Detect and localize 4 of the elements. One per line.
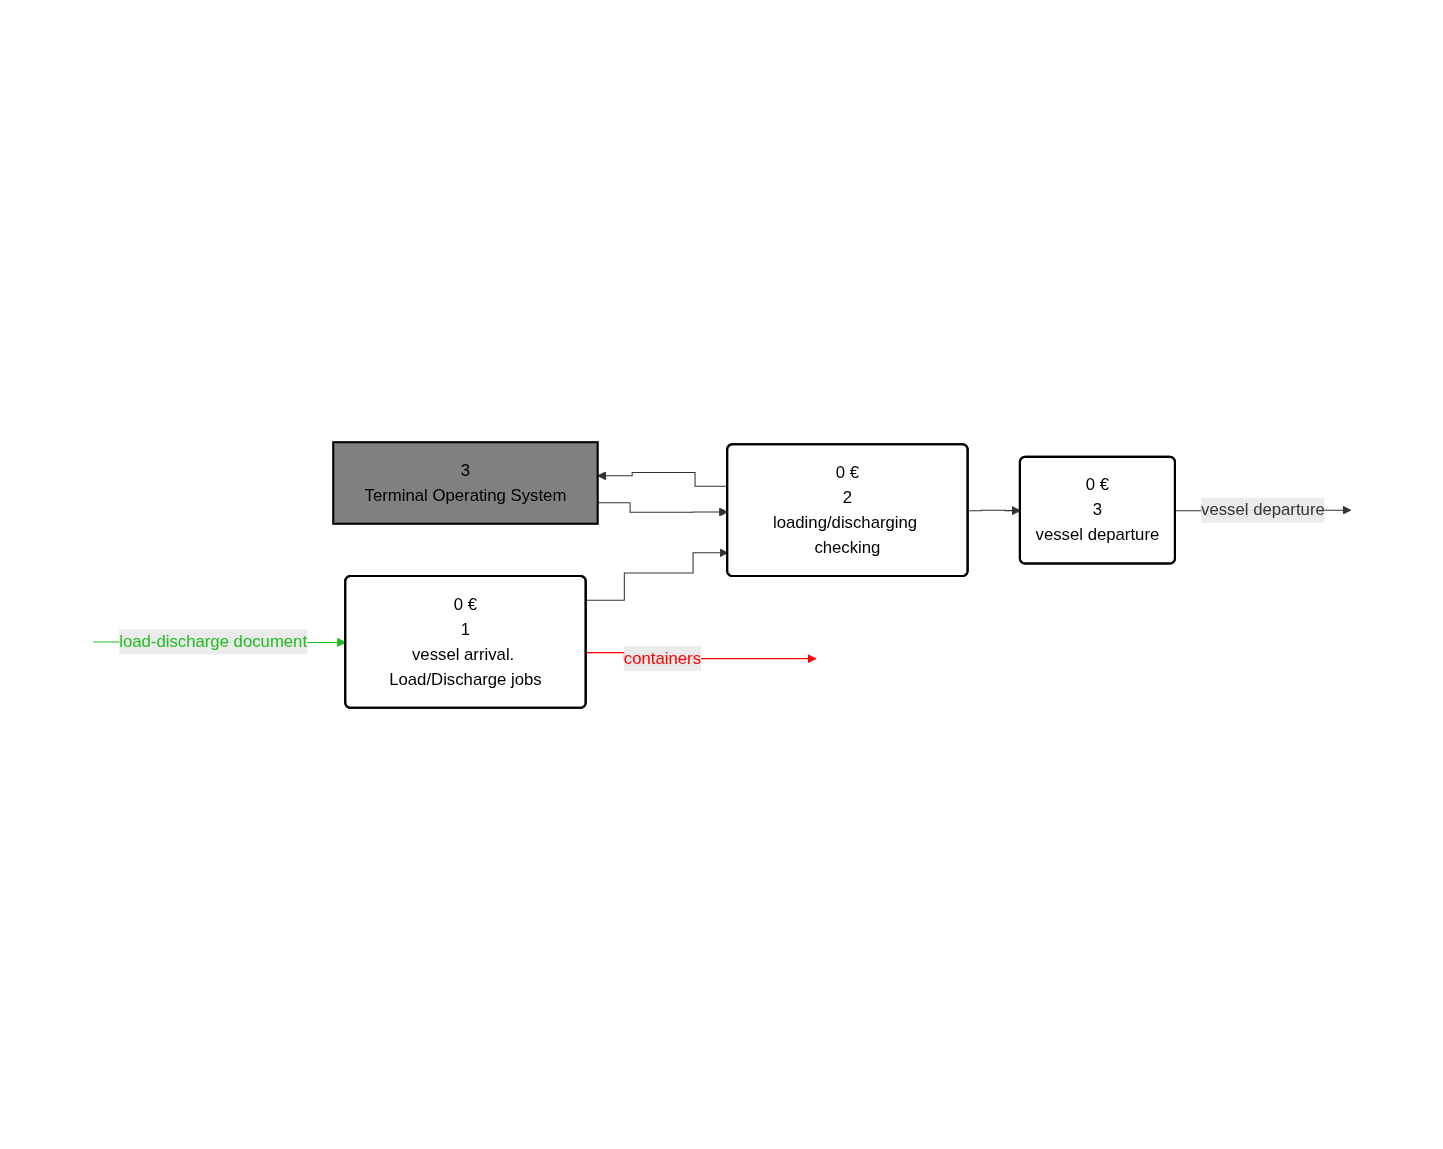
- edge-label: containers: [623, 648, 701, 667]
- edge-label: load-discharge document: [118, 632, 307, 650]
- edge-label: vessel departure: [1200, 500, 1325, 519]
- node-box: 3 Terminal Operating System: [331, 440, 599, 525]
